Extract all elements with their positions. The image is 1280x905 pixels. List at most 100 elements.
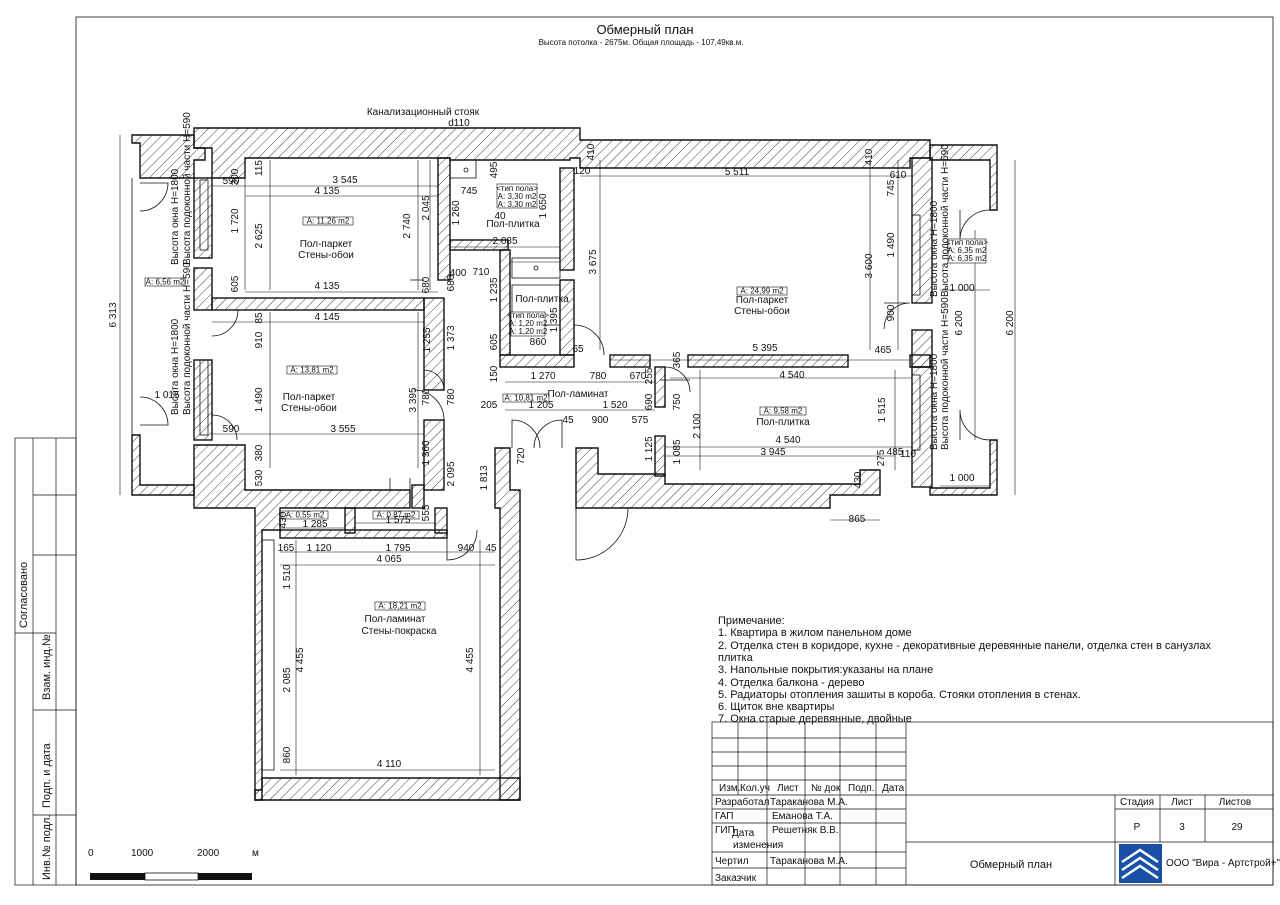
big-room-floor: Пол-ламинат	[365, 614, 426, 625]
dim-value: 680	[446, 274, 457, 291]
dim-value: 1 260	[451, 200, 462, 225]
dim-value: 555	[421, 504, 432, 521]
balcony-right-area1: А: 6,35 m2	[948, 246, 987, 255]
dim-value: 115	[254, 160, 265, 176]
dim-value: 1 120	[306, 543, 331, 554]
tb-name: Еманова Т.А.	[772, 811, 833, 822]
dim-value: 4 540	[779, 370, 804, 381]
kitchen-floor: Пол-плитка	[756, 417, 810, 428]
dim-value: 3 555	[330, 424, 355, 435]
dim-value: 85	[254, 312, 265, 324]
dim-value: 1 395	[549, 307, 560, 332]
dim-value: 120	[574, 166, 591, 177]
dim-value: 1 255	[422, 327, 433, 352]
tb-name: Тараканова М.А.	[770, 797, 848, 808]
tb-stage-value: Р	[1134, 822, 1141, 833]
stamp-replaced-inv: Взам. инд.№	[41, 634, 53, 700]
window-strips	[131, 178, 921, 771]
dim-value: 940	[458, 543, 475, 554]
tb-role-date-b: изменения	[733, 840, 783, 851]
dim-value: 6 313	[108, 302, 119, 327]
tb-name: Решетняк В.В.	[772, 825, 839, 836]
hall-floor: Пол-ламинат	[548, 389, 609, 400]
note-item: 7. Окна старые деревянные, двойные	[718, 713, 912, 725]
dim-value: 860	[530, 337, 547, 348]
riser-label: Канализационный стояк	[367, 107, 480, 118]
dim-value: 495	[489, 161, 500, 178]
dim-value: 4 145	[314, 312, 339, 323]
dim-value: 780	[421, 388, 432, 405]
dim-value: 2 625	[254, 223, 265, 248]
dim-value: 860	[282, 746, 293, 763]
tb-company: ООО "Вира - Артстрой+"	[1166, 858, 1280, 869]
note-item: 3. Напольные покрытия:указаны на плане	[718, 664, 933, 676]
walls	[131, 127, 998, 801]
dim-value: 45	[485, 543, 497, 554]
window-height-label: Высота окна H=1800	[170, 318, 181, 415]
window-sill-label: Высота подоконной части H=590	[182, 112, 193, 265]
notes-block: Примечание: 1. Квартира в жилом панельно…	[718, 615, 1212, 725]
dim-value: 2 085	[282, 667, 293, 692]
dim-value: 2 740	[402, 213, 413, 238]
tb-col-header: Изм.	[719, 783, 740, 794]
bedroom2-area: А: 13,81 m2	[290, 366, 334, 375]
dim-value: 3 600	[864, 253, 875, 278]
tb-sheet-name: Обмерный план	[970, 859, 1052, 871]
dim-value: 1 373	[446, 325, 457, 350]
tb-name: Тараканова М.А.	[770, 856, 848, 867]
dim-value: 4 065	[376, 554, 401, 565]
tb-stage-header: Стадия	[1120, 797, 1154, 808]
big-room-walls: Стены-покраска	[362, 626, 437, 637]
dim-value: 6 200	[954, 310, 965, 335]
dim-value: 1 795	[385, 543, 410, 554]
dim-value: 4 455	[465, 647, 476, 672]
tb-stage-header: Листов	[1219, 797, 1252, 808]
window-height-label: Высота окна H=1800	[929, 353, 940, 450]
dim-value: 1 520	[602, 400, 627, 411]
closet1-area: А: 0,55 m2	[286, 511, 325, 520]
hall-area: А: 10,81 m2	[504, 394, 548, 403]
dim-value: 1 490	[254, 387, 265, 412]
dim-value: 430	[278, 511, 289, 528]
bedroom1-walls: Стены-обои	[298, 249, 354, 261]
dim-value: 2 100	[692, 413, 703, 438]
dim-value: 5 395	[752, 343, 777, 354]
wc-tag: <тип пола>	[507, 311, 549, 320]
dim-value: 1 360	[421, 440, 432, 465]
bath-top-tag: <тип пола>	[496, 184, 538, 193]
dim-value: 65	[572, 344, 584, 355]
balcony-right-area2: А: 6,35 m2	[948, 254, 987, 263]
dim-value: 410	[864, 148, 875, 165]
dimension-texts: 300 115 590 3 545 4 135 1 720 2 625 2 74…	[108, 143, 1016, 770]
tb-col-header: Дата	[882, 783, 905, 794]
scale-label: 2000	[197, 848, 220, 859]
note-item: 5. Радиаторы отопления зашиты в короба. …	[718, 689, 1081, 701]
dim-value: 1 490	[886, 232, 897, 257]
dim-value: 610	[890, 170, 907, 181]
dim-value: 165	[278, 543, 295, 554]
dim-value: 590	[223, 424, 240, 435]
side-stamp: Согласовано Взам. инд.№ Подп. и дата Инв…	[14, 437, 77, 886]
dim-value: 2 045	[421, 195, 432, 220]
tb-stage-value: 3	[1179, 822, 1185, 833]
dim-value: 5 511	[725, 167, 750, 178]
dim-value: 1 650	[538, 193, 549, 218]
bath-top-area2: А: 3,30 m2	[498, 200, 537, 209]
dim-value: 400	[450, 268, 467, 279]
tb-stage-value: 29	[1231, 822, 1243, 833]
dim-value: 1 125	[644, 436, 655, 461]
dim-value: 575	[632, 415, 649, 426]
note-item: плитка	[718, 652, 754, 664]
dim-value: 780	[590, 371, 607, 382]
dim-value: 255	[644, 367, 655, 384]
dim-value: 485	[887, 447, 904, 458]
dim-value: 2 095	[446, 461, 457, 486]
dim-value: 275	[876, 449, 887, 466]
bath-top-floor: Пол-плитка	[486, 219, 540, 230]
tb-role: Заказчик	[715, 873, 757, 884]
tb-col-header: № док	[811, 783, 841, 794]
dim-value: 4 455	[295, 647, 306, 672]
dim-value: 1 285	[302, 519, 327, 530]
bedroom2-walls: Стены-обои	[281, 402, 337, 414]
window-labels: Высота окна H=1800 Высота подоконной час…	[170, 112, 951, 450]
